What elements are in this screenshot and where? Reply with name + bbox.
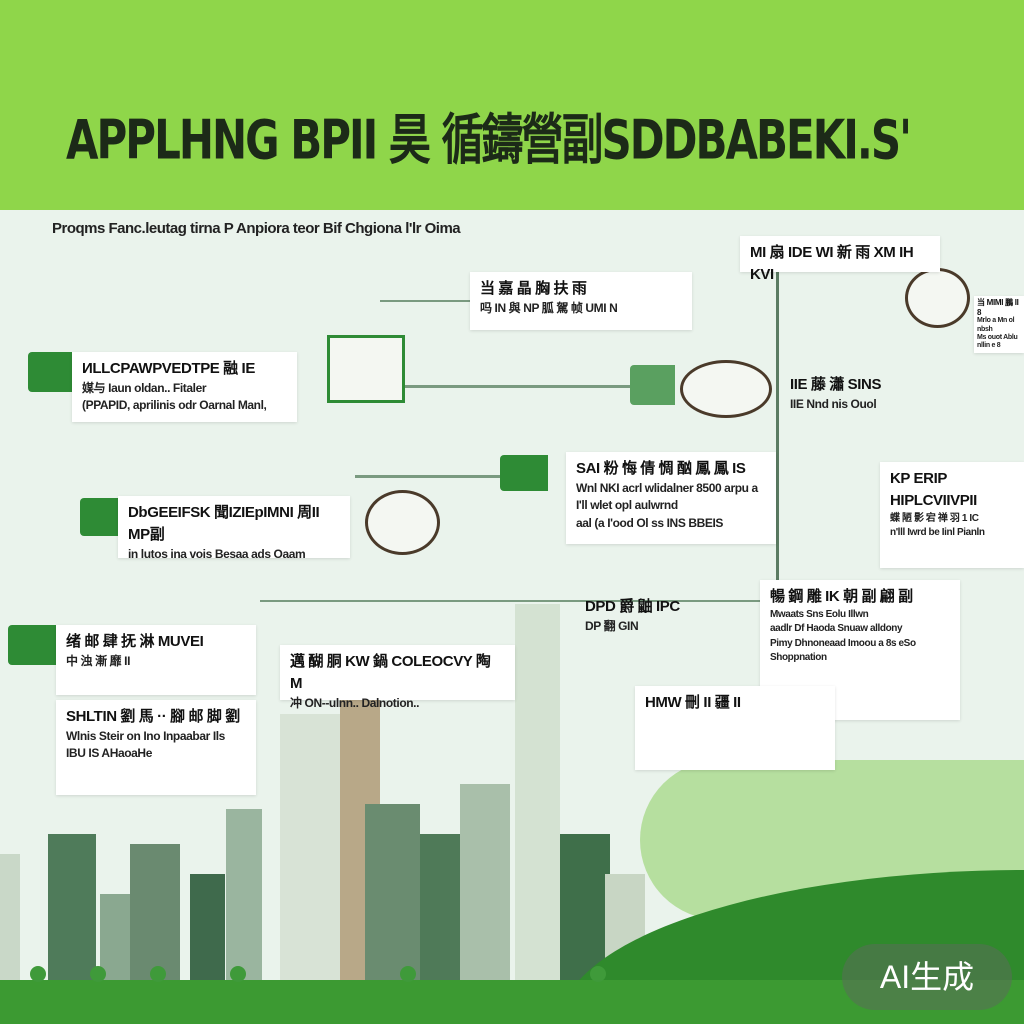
tab-marker <box>28 352 78 392</box>
tree-icon <box>90 966 106 982</box>
tab-marker <box>500 455 548 491</box>
connector <box>260 600 760 602</box>
building <box>226 809 262 984</box>
page-subtitle: Proqms Fanc.leutag tirna P Anpiora teor … <box>52 220 461 237</box>
building <box>48 834 96 984</box>
connector <box>776 250 779 580</box>
illustration-icon <box>680 360 772 418</box>
tab-marker <box>80 498 120 536</box>
building <box>280 714 340 984</box>
connector <box>380 300 470 302</box>
info-box: MI 扇 IDE WI 新 雨 XM IH KVI <box>740 236 940 283</box>
page-title: APPLHNG BPII 昊 循鑄營副SDDBABEKI.S' <box>66 107 912 172</box>
connector <box>405 385 645 388</box>
ai-generated-badge: AI生成 <box>842 944 1012 1010</box>
info-box: 当 嘉 晶 胸 扶 雨吗 IN 與 NP 胍 駕 帧 UMI N <box>470 272 692 330</box>
building <box>190 874 225 984</box>
header-banner <box>0 0 1024 210</box>
building <box>0 854 20 984</box>
tree-icon <box>590 966 606 982</box>
info-box: HMW 刪 II 疆 II <box>635 686 835 770</box>
tab-marker <box>630 365 675 405</box>
tree-icon <box>400 966 416 982</box>
building <box>515 604 560 984</box>
tree-icon <box>230 966 246 982</box>
tree-icon <box>30 966 46 982</box>
building <box>460 784 510 984</box>
illustration-icon <box>327 335 405 403</box>
connector <box>355 475 505 478</box>
tree-icon <box>150 966 166 982</box>
illustration-icon <box>365 490 440 555</box>
building <box>420 834 460 984</box>
building <box>365 804 420 984</box>
building <box>130 844 180 984</box>
tab-marker <box>8 625 58 665</box>
